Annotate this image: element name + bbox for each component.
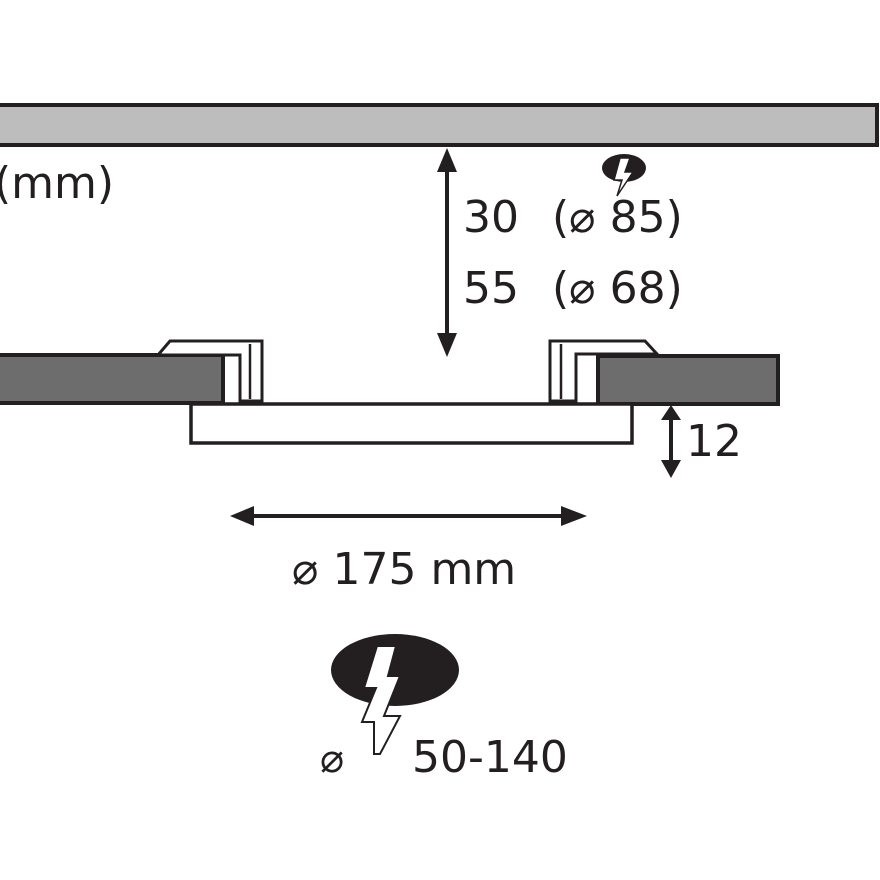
- cutout-wiring-icon: [331, 634, 459, 755]
- spring-clip-left: [154, 339, 264, 403]
- cutout-range: 50-140: [412, 732, 568, 783]
- cutout-diameter-symbol: ⌀: [320, 736, 344, 782]
- diameter-label: ⌀ 175 mm: [292, 544, 516, 595]
- luminaire-panel: [189, 402, 634, 445]
- ceiling-panel-left: [0, 353, 225, 405]
- depth-value-1: 30: [463, 192, 519, 243]
- diameter-arrow: [230, 506, 587, 526]
- thickness-arrow: [661, 405, 681, 478]
- ceiling-panel-right: [596, 354, 780, 406]
- thickness-value: 12: [686, 416, 742, 467]
- depth-arrow: [437, 148, 457, 357]
- hole-diameter-1: (⌀ 85): [552, 192, 683, 243]
- small-wiring-icon: [602, 154, 646, 197]
- ceiling-slab: [0, 103, 879, 147]
- unit-label: (mm): [0, 158, 114, 209]
- spring-clip-right: [548, 339, 661, 403]
- depth-value-2: 55: [463, 263, 519, 314]
- hole-diameter-2: (⌀ 68): [552, 263, 683, 314]
